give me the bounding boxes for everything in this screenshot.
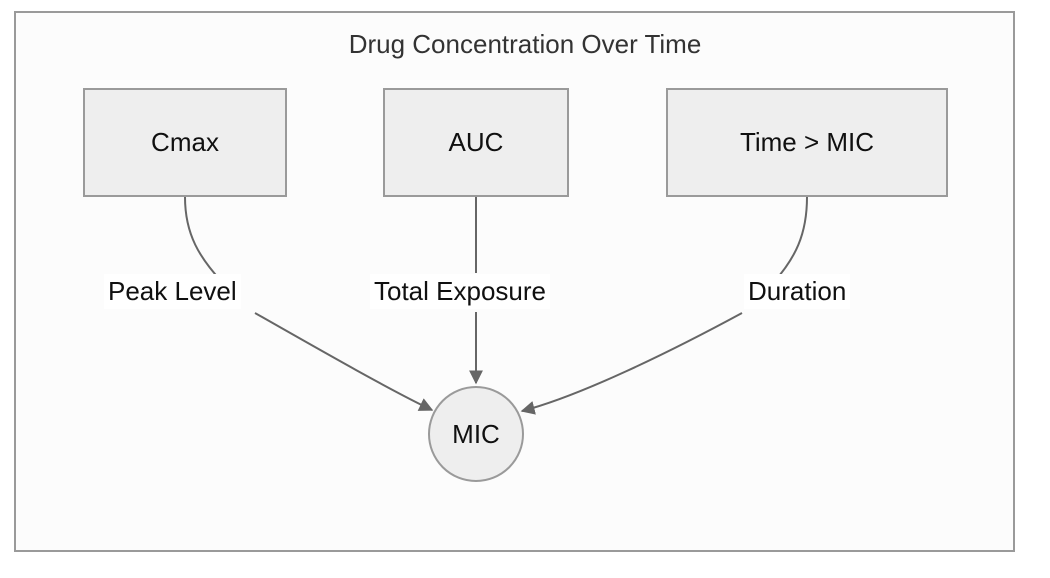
node-auc-label: AUC — [448, 127, 504, 157]
node-mic[interactable]: MIC — [428, 386, 524, 482]
diagram-title: Drug Concentration Over Time — [348, 29, 702, 59]
edge-label-peak-level: Peak Level — [104, 274, 241, 309]
node-tmic-label: Time > MIC — [739, 127, 875, 157]
edge-label-duration: Duration — [744, 274, 851, 309]
edge-label-total-exposure: Total Exposure — [370, 274, 550, 309]
node-cmax[interactable]: Cmax — [83, 88, 287, 197]
node-auc[interactable]: AUC — [383, 88, 569, 197]
node-mic-label: MIC — [452, 418, 500, 449]
node-cmax-label: Cmax — [151, 127, 219, 157]
node-time-greater-than-mic[interactable]: Time > MIC — [666, 88, 948, 197]
